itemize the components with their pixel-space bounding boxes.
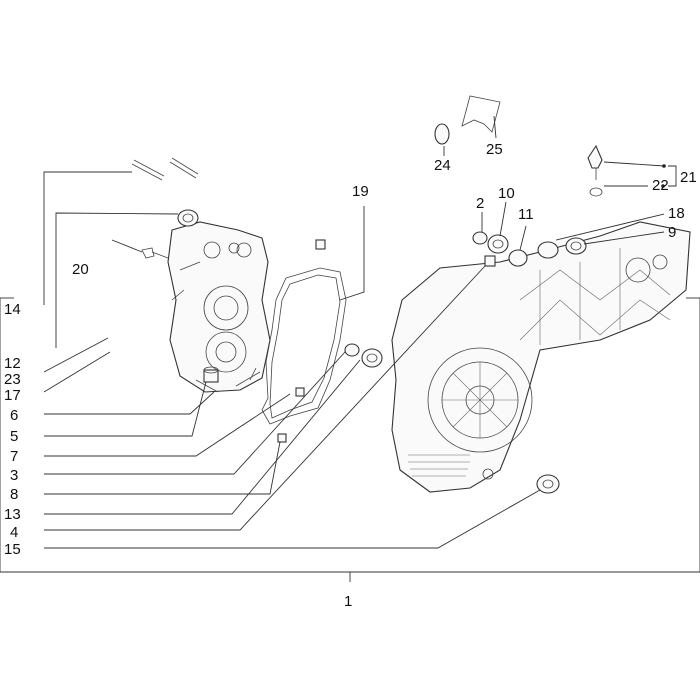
callout-19: 19: [352, 183, 369, 200]
oil-seal-14: [177, 209, 199, 227]
crankcase-gasket: [261, 267, 347, 425]
callout-24: 24: [434, 157, 451, 174]
sensor-21: [587, 144, 603, 197]
bearing-15: [536, 474, 560, 494]
bearing-6: [361, 348, 383, 368]
clip-24: [434, 123, 450, 145]
seal-3: [344, 343, 360, 357]
callout-2: 2: [476, 195, 484, 212]
callout-18: 18: [668, 205, 685, 222]
shaft-bearings: [472, 231, 587, 267]
callout-17: 17: [4, 387, 21, 404]
callout-12: 12: [4, 355, 21, 372]
callout-9: 9: [668, 224, 676, 241]
right-crankcase-half: [391, 221, 691, 493]
callout-3: 3: [10, 467, 18, 484]
left-crankcase-half: [167, 221, 271, 393]
assembly-bracket: [0, 297, 700, 582]
callout-6: 6: [10, 407, 18, 424]
callout-22: 22: [652, 177, 669, 194]
callout-23: 23: [4, 371, 21, 388]
callout-11: 11: [518, 206, 534, 223]
callout-10: 10: [498, 185, 515, 202]
callout-25: 25: [486, 141, 503, 158]
callout-labels: 1 2 3 4 5 6 7 8 9 10 11 12 13 14 15 17 1…: [4, 141, 697, 610]
bracket-25: [461, 95, 501, 133]
leader-lines: [43, 115, 677, 549]
callout-20: 20: [72, 261, 89, 278]
callout-13: 13: [4, 506, 21, 523]
callout-5: 5: [10, 428, 18, 445]
callout-8: 8: [10, 486, 18, 503]
plug-5: [203, 366, 219, 383]
bolt-20: [141, 247, 169, 259]
callout-15: 15: [4, 541, 21, 558]
callout-7: 7: [10, 448, 18, 465]
callout-14: 14: [4, 301, 21, 318]
studs: [131, 157, 199, 181]
callout-1: 1: [344, 593, 352, 610]
callout-4: 4: [10, 524, 18, 541]
callout-21: 21: [680, 169, 697, 186]
dowel-pins: [277, 239, 496, 443]
